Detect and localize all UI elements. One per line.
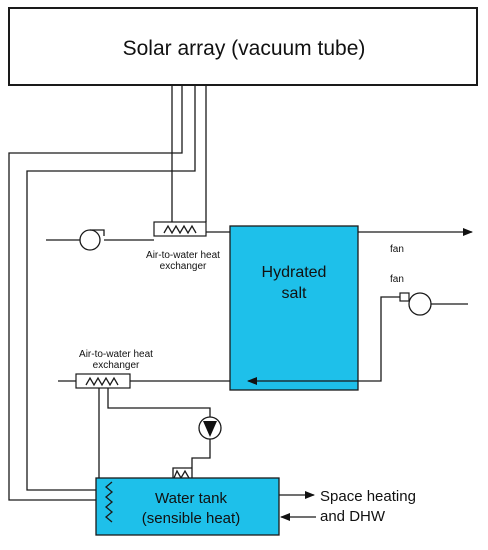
fan-top-label: fan bbox=[390, 244, 404, 255]
pump-icon bbox=[191, 416, 222, 478]
solar-array: Solar array (vacuum tube) bbox=[8, 7, 478, 86]
tank-top-coil bbox=[172, 467, 192, 480]
top-heat-exchanger: Air-to-water heat exchanger bbox=[146, 221, 220, 272]
hydrated-salt-unit: Hydrated salt bbox=[229, 225, 359, 391]
hydrated-salt-label-2: salt bbox=[282, 285, 307, 302]
hx-left-label-1: Air-to-water heat bbox=[79, 349, 153, 360]
top-fan-icon bbox=[79, 229, 105, 251]
left-heat-exchanger: Air-to-water heat exchanger bbox=[75, 349, 211, 478]
hx-top-label-2: exchanger bbox=[160, 261, 207, 272]
hx-left-label-2: exchanger bbox=[93, 360, 140, 371]
fan-right-label: fan bbox=[390, 274, 404, 285]
hydrated-salt-label-1: Hydrated bbox=[262, 264, 327, 281]
output-label-1: Space heating bbox=[320, 488, 416, 505]
output-label-2: and DHW bbox=[320, 508, 386, 525]
top-air-duct bbox=[46, 228, 473, 241]
outer-loop-pipes bbox=[8, 85, 196, 501]
right-fan-icon bbox=[399, 292, 468, 316]
water-tank: Water tank (sensible heat) bbox=[95, 477, 280, 536]
output-arrows: Space heating and DHW bbox=[279, 488, 416, 525]
water-tank-label-2: (sensible heat) bbox=[142, 510, 240, 527]
solar-array-label: Solar array (vacuum tube) bbox=[123, 37, 366, 60]
return-air-duct bbox=[58, 296, 400, 385]
hx-top-label-1: Air-to-water heat bbox=[146, 250, 220, 261]
water-tank-label-1: Water tank bbox=[155, 490, 227, 507]
